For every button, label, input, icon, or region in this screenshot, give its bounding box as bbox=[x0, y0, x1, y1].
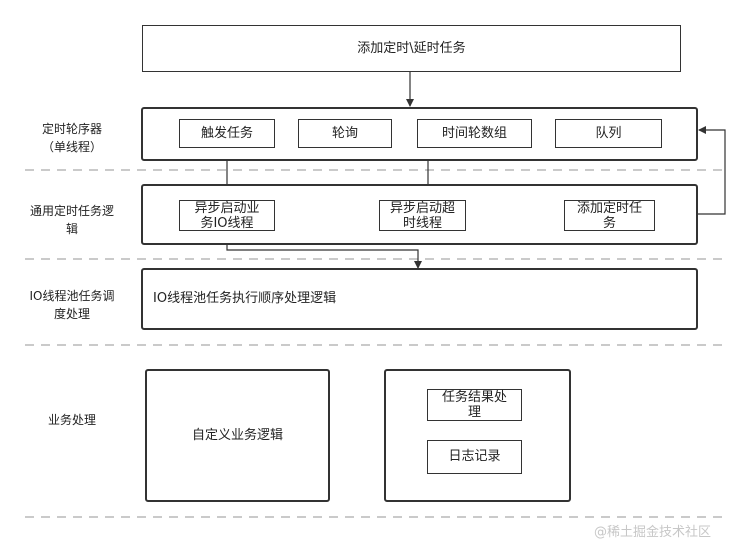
trigger-task-label: 触发任务 bbox=[200, 125, 253, 141]
log-record-label: 日志记录 bbox=[448, 449, 501, 464]
add-timer-label: 添加定时任 务 bbox=[576, 200, 642, 231]
log-record-box: 日志记录 bbox=[427, 440, 522, 474]
add-timer-task-label: 添加定时\延时任务 bbox=[357, 40, 466, 56]
async-timeout-box: 异步启动超 时线程 bbox=[379, 200, 466, 231]
wheel-array-box: 时间轮数组 bbox=[417, 119, 532, 148]
add-timer-task-box: 添加定时\延时任务 bbox=[142, 25, 681, 72]
poll-box: 轮询 bbox=[298, 119, 392, 148]
async-io-box: 异步启动业 务IO线程 bbox=[179, 200, 275, 231]
add-timer-box: 添加定时任 务 bbox=[564, 200, 655, 231]
result-handle-box: 任务结果处 理 bbox=[427, 389, 522, 421]
custom-logic-box: 自定义业务逻辑 bbox=[145, 369, 330, 502]
queue-label: 队列 bbox=[595, 125, 622, 141]
io-pool-container: IO线程池任务执行顺序处理逻辑 bbox=[141, 268, 698, 330]
result-handle-label: 任务结果处 理 bbox=[441, 390, 507, 420]
trigger-task-box: 触发任务 bbox=[179, 119, 275, 148]
result-container bbox=[384, 369, 571, 502]
watermark: @稀土掘金技术社区 bbox=[594, 525, 712, 540]
section-label-io-pool: IO线程池任务调 度处理 bbox=[29, 289, 115, 321]
io-pool-label: IO线程池任务执行顺序处理逻辑 bbox=[153, 291, 337, 306]
queue-box: 队列 bbox=[555, 119, 662, 148]
async-io-label: 异步启动业 务IO线程 bbox=[194, 200, 260, 231]
section-label-timer-wheel: 定时轮序器 （单线程） bbox=[41, 122, 102, 154]
section-label-business: 业务处理 bbox=[47, 413, 96, 427]
section-label-general-logic: 通用定时任务逻 辑 bbox=[29, 204, 114, 236]
wheel-array-label: 时间轮数组 bbox=[441, 125, 507, 141]
custom-logic-label: 自定义业务逻辑 bbox=[191, 427, 283, 443]
poll-label: 轮询 bbox=[331, 125, 358, 141]
async-timeout-label: 异步启动超 时线程 bbox=[389, 200, 455, 231]
